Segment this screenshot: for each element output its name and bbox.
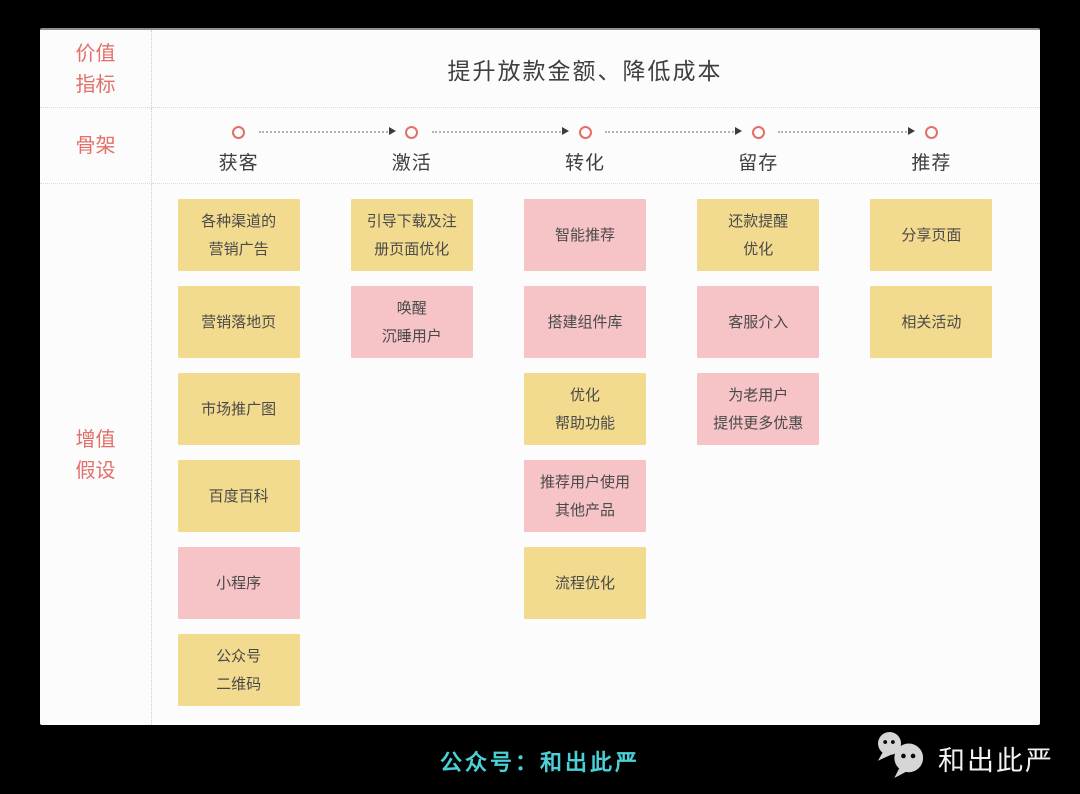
timeline-connector <box>258 127 396 135</box>
wechat-account-name: 和出此严 <box>938 746 1054 777</box>
stage-node <box>672 123 845 141</box>
note-text: 小程序 <box>216 573 262 592</box>
sticky-note: 流程优化 <box>524 547 646 619</box>
stage-circle-icon <box>578 125 592 139</box>
skeleton-label: 骨架 <box>75 133 116 157</box>
footer-caption: 公众号：和出此严 <box>439 751 640 776</box>
note-text: 各种渠道的 营销广告 <box>201 211 277 259</box>
stage-circle-icon <box>924 125 938 139</box>
note-text: 相关活动 <box>901 312 962 331</box>
wechat-logo-icon <box>873 731 931 786</box>
note-text: 分享页面 <box>901 225 962 244</box>
row-label-skeleton: 骨架 <box>40 108 152 184</box>
stage-column-activation: 引导下载及注 册页面优化 唤醒 沉睡用户 <box>325 199 498 725</box>
stage-node <box>152 123 325 141</box>
sticky-note: 百度百科 <box>177 460 300 532</box>
note-text: 智能推荐 <box>554 225 615 244</box>
sticky-note: 还款提醒 优化 <box>697 199 820 271</box>
stage-node <box>325 123 498 141</box>
note-text: 搭建组件库 <box>547 312 623 331</box>
stage-circle-icon <box>751 125 765 139</box>
stage-labels-row: 获客 激活 转化 留存 推荐 <box>152 148 1018 175</box>
stage-label-referral: 推荐 <box>911 152 952 174</box>
value-hypothesis-label: 增值 假设 <box>75 426 116 482</box>
sticky-note: 客服介入 <box>697 286 820 358</box>
stage-node <box>845 123 1018 141</box>
sticky-note: 营销落地页 <box>177 286 300 358</box>
sticky-note: 相关活动 <box>870 286 993 358</box>
sticky-note: 搭建组件库 <box>524 286 646 358</box>
note-text: 引导下载及注 册页面优化 <box>366 211 457 259</box>
sticky-note: 各种渠道的 营销广告 <box>177 199 300 271</box>
stage-circle-icon <box>405 125 419 139</box>
note-text: 为老用户 提供更多优惠 <box>713 385 804 433</box>
stage-column-conversion: 智能推荐 搭建组件库 优化 帮助功能 推荐用户使用 其他产品 流程优化 <box>498 199 671 725</box>
sticky-note: 分享页面 <box>870 199 993 271</box>
row-label-value-hypothesis: 增值 假设 <box>40 184 152 725</box>
skeleton-row: 获客 激活 转化 留存 推荐 <box>152 108 1040 184</box>
arrow-right-icon <box>908 127 916 135</box>
arrow-right-icon <box>561 127 569 135</box>
sticky-note: 唤醒 沉睡用户 <box>350 286 473 358</box>
stage-label-activation: 激活 <box>391 152 432 174</box>
stage-label-acquisition: 获客 <box>218 152 259 174</box>
value-metrics-label: 价值 指标 <box>75 40 116 96</box>
sticky-note: 公众号 二维码 <box>177 634 300 706</box>
sticky-note: 为老用户 提供更多优惠 <box>697 373 820 445</box>
note-text: 营销落地页 <box>201 312 277 331</box>
sticky-note: 小程序 <box>177 547 300 619</box>
note-text: 客服介入 <box>728 312 789 331</box>
stage-column-acquisition: 各种渠道的 营销广告 营销落地页 市场推广图 百度百科 小程序 公众号 二维码 <box>152 199 325 725</box>
sticky-note: 优化 帮助功能 <box>524 373 646 445</box>
board-title: 提升放款金额、降低成本 <box>447 58 723 85</box>
sticky-note: 引导下载及注 册页面优化 <box>350 199 473 271</box>
row-label-value-metrics: 价值 指标 <box>40 30 152 108</box>
stage-label-retention: 留存 <box>738 152 779 174</box>
growth-canvas-card: 价值 指标 提升放款金额、降低成本 骨架 获客 激活 转化 留存 推荐 增值 假… <box>40 28 1040 725</box>
note-text: 推荐用户使用 其他产品 <box>539 472 630 520</box>
stage-column-referral: 分享页面 相关活动 <box>845 199 1018 725</box>
arrow-right-icon <box>735 127 743 135</box>
funnel-timeline <box>152 123 1018 141</box>
timeline-connector <box>605 127 743 135</box>
sticky-note: 智能推荐 <box>524 199 646 271</box>
note-text: 唤醒 沉睡用户 <box>381 298 442 346</box>
note-text: 还款提醒 优化 <box>728 211 789 259</box>
arrow-right-icon <box>388 127 396 135</box>
stage-label-conversion: 转化 <box>565 152 606 174</box>
note-text: 优化 帮助功能 <box>554 385 615 433</box>
timeline-connector <box>778 127 916 135</box>
wechat-badge: 和出此严 <box>873 731 1054 786</box>
timeline-connector <box>431 127 569 135</box>
stage-column-retention: 还款提醒 优化 客服介入 为老用户 提供更多优惠 <box>672 199 845 725</box>
note-text: 百度百科 <box>208 486 269 505</box>
note-text: 市场推广图 <box>201 399 277 418</box>
hypothesis-notes-grid: 各种渠道的 营销广告 营销落地页 市场推广图 百度百科 小程序 公众号 二维码 … <box>152 184 1040 725</box>
sticky-note: 市场推广图 <box>177 373 300 445</box>
stage-circle-icon <box>232 125 246 139</box>
note-text: 公众号 二维码 <box>216 646 262 694</box>
stage-node <box>498 123 671 141</box>
value-metric-row: 提升放款金额、降低成本 <box>152 30 1040 108</box>
note-text: 流程优化 <box>554 573 615 592</box>
sticky-note: 推荐用户使用 其他产品 <box>524 460 646 532</box>
